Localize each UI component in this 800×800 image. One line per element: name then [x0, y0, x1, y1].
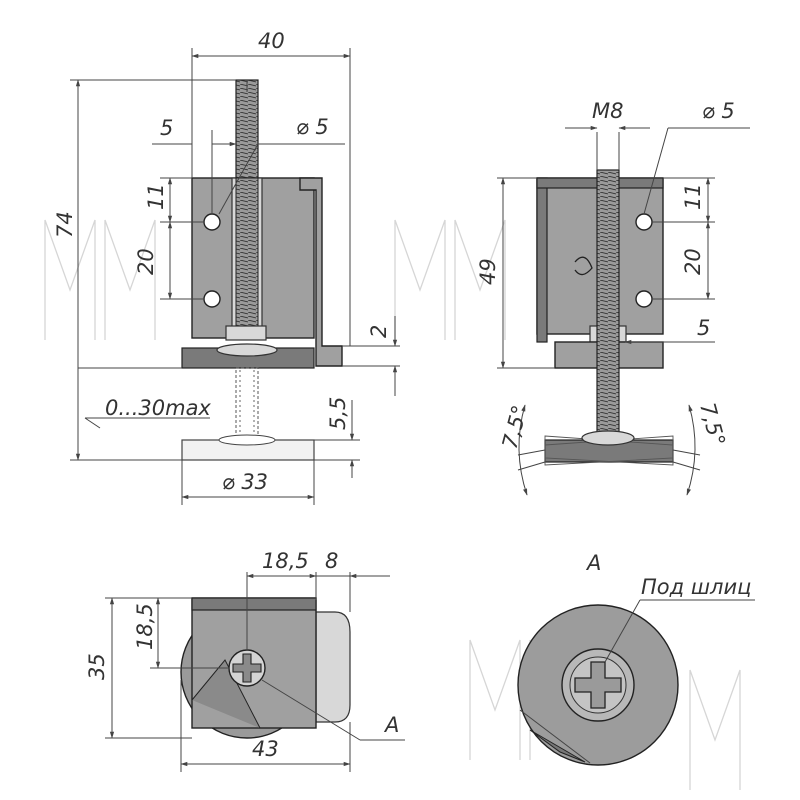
dim-top-overhang: 8: [325, 549, 338, 573]
detail-a-title: A: [585, 551, 601, 575]
top-view: 18,5 8 18,5 35 43 A: [85, 549, 405, 772]
dim-front-hole-top: 11: [144, 183, 168, 210]
dim-front-total-height: 74: [53, 211, 77, 238]
dim-top-width: 43: [252, 737, 279, 761]
dim-side-offset: 5: [697, 316, 710, 340]
dim-tilt-right: 7,5°: [695, 400, 730, 449]
front-hole-bottom: [203, 290, 221, 308]
dim-front-width: 40: [258, 29, 285, 53]
dim-side-height: 49: [476, 258, 500, 285]
dim-front-diameter: ⌀ 5: [296, 115, 329, 139]
top-side-plate: [315, 611, 351, 723]
dim-tilt-left: 7,5°: [498, 403, 533, 452]
dim-top-center-x: 18,5: [262, 549, 309, 573]
dim-front-offset: 5: [160, 116, 173, 140]
dim-front-base-diameter: ⌀ 33: [222, 470, 268, 494]
detail-cross-slot: [574, 661, 622, 709]
side-hole-bottom: [635, 290, 653, 308]
dim-side-diameter: ⌀ 5: [702, 99, 735, 123]
dim-side-hole-top: 11: [681, 183, 705, 210]
dim-side-thread: M8: [592, 99, 623, 123]
dim-front-base-height: 5,5: [326, 397, 350, 430]
dim-top-height: 35: [85, 653, 109, 680]
dim-front-plate-thickness: 2: [367, 325, 391, 338]
front-threaded-rod-visible: [235, 177, 259, 329]
side-view: M8 ⌀ 5 11 20 49 5 7,5° 7,5°: [476, 99, 750, 496]
dim-front-travel: 0...30max: [105, 396, 211, 420]
side-hole-top: [635, 213, 653, 231]
front-view: 40 5 ⌀ 5 11 20 74 2 0...30max: [53, 29, 400, 505]
dim-front-hole-spacing: 20: [134, 248, 158, 275]
detail-note: Под шлиц: [641, 575, 751, 599]
view-marker-a: A: [383, 713, 399, 737]
front-hole-top: [203, 213, 221, 231]
side-threaded-rod: [596, 169, 620, 433]
dim-top-center-y: 18,5: [133, 603, 157, 650]
detail-a-view: A Под шлиц: [517, 551, 755, 766]
dim-side-hole-spacing: 20: [681, 248, 705, 275]
